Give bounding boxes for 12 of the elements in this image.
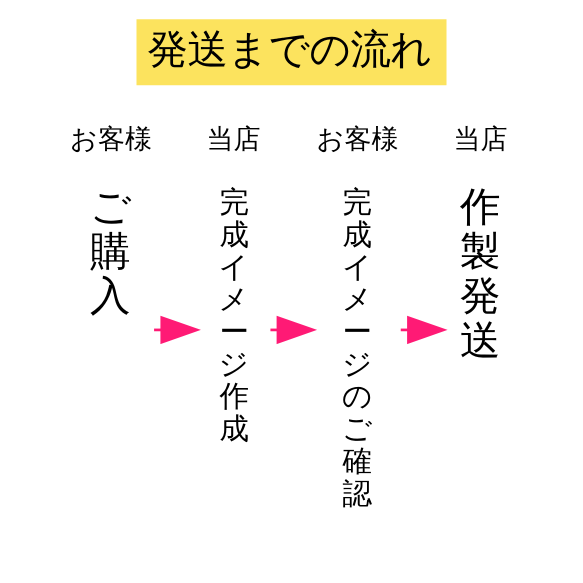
node-text: ご購入 xyxy=(90,182,131,320)
arrow xyxy=(400,316,448,344)
diagram-title: 発送までの流れ xyxy=(147,25,432,74)
node-label: お客様 xyxy=(70,124,152,155)
node-text: 作製発送 xyxy=(460,182,500,364)
node-text: 完成イメージ作成 xyxy=(218,184,250,446)
arrow xyxy=(154,316,201,344)
arrow xyxy=(270,316,318,344)
node-text: 完成イメージのご確認 xyxy=(342,184,374,510)
node-label: 当店 xyxy=(453,124,508,155)
node-label: お客様 xyxy=(316,124,398,155)
node-label: 当店 xyxy=(206,124,261,155)
